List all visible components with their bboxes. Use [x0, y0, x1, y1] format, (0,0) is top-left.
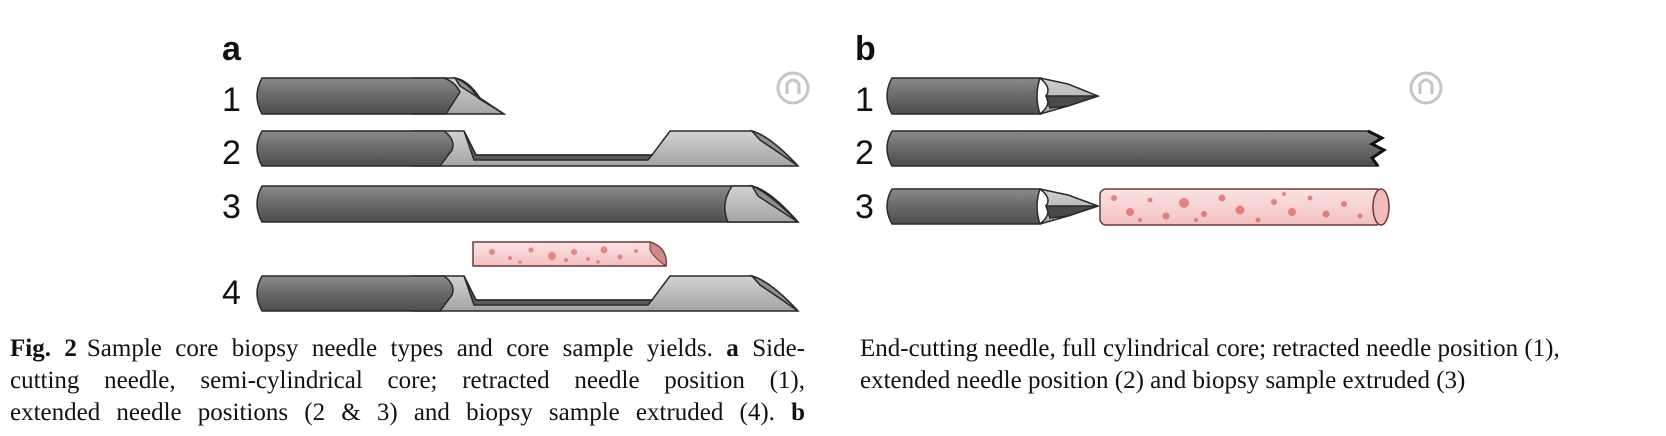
- panel-b-needle-3: [886, 188, 1101, 225]
- panel-a-needle-4: [256, 274, 800, 312]
- caption-text: Side-: [752, 335, 806, 362]
- caption-panel-b-ref: b: [791, 399, 806, 426]
- caption-right-line-1: End-cutting needle, full cylindrical cor…: [860, 335, 1560, 362]
- panel-a-row-4-number: 4: [222, 274, 241, 312]
- panel-a-needle-1: [256, 76, 507, 115]
- caption-left-line-3: extended needle positions (2 & 3) and bi…: [10, 397, 805, 429]
- panel-a-needle-3: [256, 184, 800, 223]
- panel-a-needle-2: [256, 129, 800, 167]
- panel-b-row-2-number: 2: [855, 134, 874, 172]
- caption-left-line-2: cutting needle, semi-cylindrical core; r…: [10, 367, 805, 394]
- caption-text: Sample core biopsy needle types and core…: [86, 335, 713, 362]
- panel-a-row-3-number: 3: [222, 188, 241, 226]
- figure-caption-left: Fig. 2 Sample core biopsy needle types an…: [10, 333, 805, 429]
- panel-a-biopsy-sample: [472, 241, 667, 267]
- open-access-icon: [1409, 71, 1443, 105]
- panel-a-label: a: [222, 30, 242, 68]
- panel-b-needle-1: [886, 77, 1101, 115]
- caption-right-line-2: extended needle position (2) and biopsy …: [860, 367, 1466, 394]
- panel-b-needle-2: [886, 129, 1387, 167]
- caption-text: extended needle positions (2 & 3) and bi…: [10, 399, 775, 426]
- figure-caption-right: End-cutting needle, full cylindrical cor…: [860, 333, 1660, 397]
- caption-panel-a-ref: a: [726, 335, 739, 362]
- panel-b-label: b: [855, 30, 876, 68]
- panel-b-row-1-number: 1: [855, 81, 874, 119]
- figure-label: Fig. 2: [10, 335, 77, 362]
- panel-a-row-2-number: 2: [222, 134, 241, 172]
- open-access-icon: [776, 71, 810, 105]
- panel-b-row-3-number: 3: [855, 188, 874, 226]
- panel-a-row-1-number: 1: [222, 81, 241, 119]
- panel-b-biopsy-sample: [1099, 188, 1390, 226]
- caption-left-line-1: Fig. 2 Sample core biopsy needle types an…: [10, 333, 805, 365]
